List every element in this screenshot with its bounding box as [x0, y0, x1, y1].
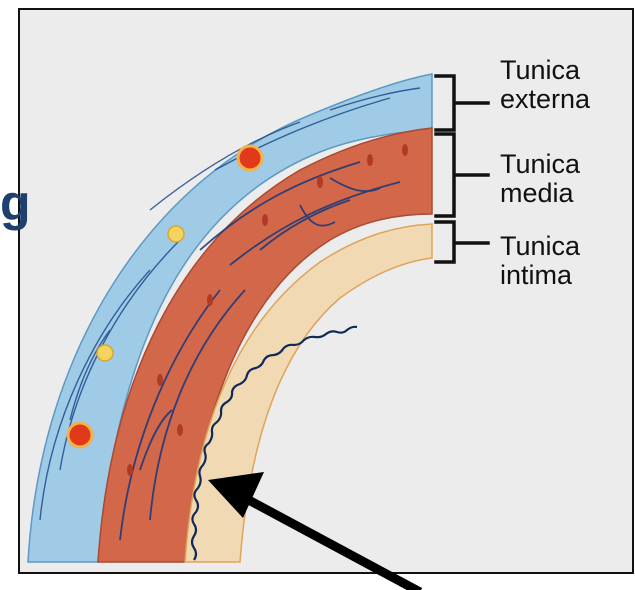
label-intima-line1: Tunica [500, 232, 580, 261]
label-media-line1: Tunica [500, 150, 580, 179]
label-tunica-externa: Tunica externa [500, 56, 590, 114]
label-externa-line2: externa [500, 85, 590, 114]
bracket-externa [436, 76, 488, 130]
label-tunica-intima: Tunica intima [500, 232, 580, 290]
label-tunica-media: Tunica media [500, 150, 580, 208]
label-intima-line2: intima [500, 261, 580, 290]
label-externa-line1: Tunica [500, 56, 590, 85]
bracket-intima [436, 222, 488, 262]
label-media-line2: media [500, 179, 580, 208]
label-brackets [436, 76, 488, 262]
bracket-media [436, 134, 488, 216]
